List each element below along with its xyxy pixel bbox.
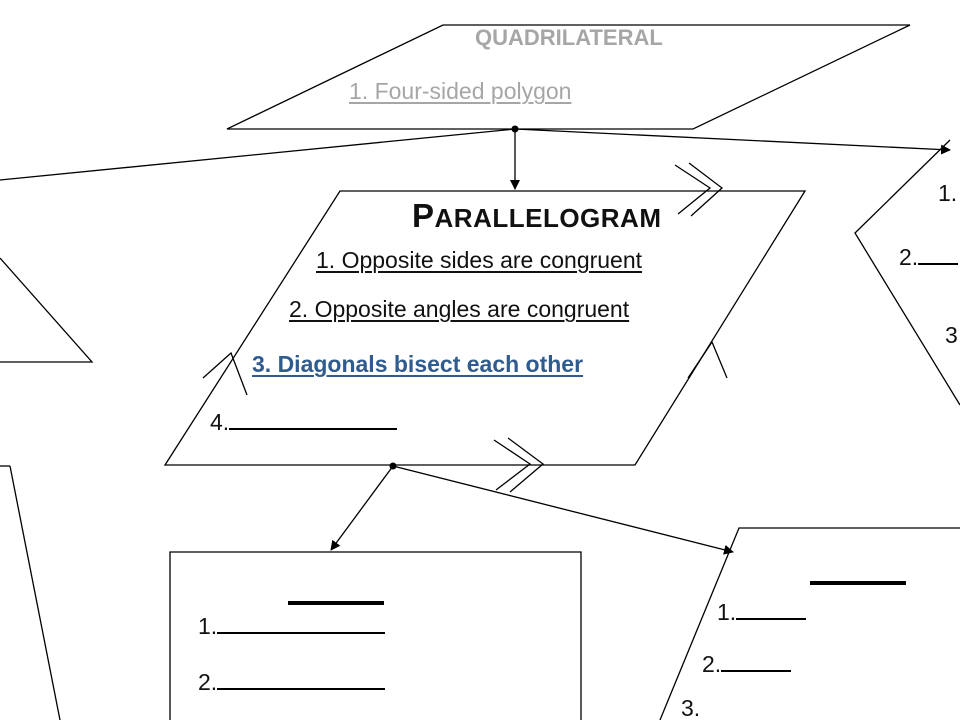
parallel-mark-left	[202, 351, 248, 396]
parallelogram-title-cap: P	[412, 197, 435, 234]
parallelogram-property-2: 2. Opposite angles are congruent	[289, 296, 630, 322]
parallel-mark-bottom-2	[507, 437, 545, 493]
right-shape-item-3: 3	[945, 322, 958, 348]
bottom-right-item-1-blank	[736, 617, 807, 620]
connector-to-left	[0, 128, 516, 181]
bottom-far-left-edge	[9, 465, 61, 720]
bottom-left-item-1-blank	[217, 631, 386, 634]
right-shape	[854, 139, 960, 406]
bottom-left-box	[169, 551, 582, 720]
bottom-left-item-2-blank	[217, 687, 386, 690]
right-shape-item-1: 1.	[938, 180, 958, 206]
parallelogram-property-1: 1. Opposite sides are congruent	[316, 247, 643, 273]
quadrilateral-property-1: 1. Four-sided polygon	[349, 78, 572, 104]
bottom-left-item-2-label: 2.	[198, 669, 218, 695]
parallelogram-property-3: 3. Diagonals bisect each other	[252, 351, 584, 377]
parallelogram-property-4-blank	[229, 427, 398, 430]
parallel-mark-top-2	[688, 162, 724, 217]
connector-to-bottom-left	[330, 465, 394, 551]
quadrilateral-shape	[226, 24, 911, 130]
bottom-right-item-2-label: 2.	[702, 651, 722, 677]
bottom-right-item-1: 1.	[717, 599, 807, 625]
bottom-right-item-3: 3.	[681, 695, 701, 721]
connector-to-right	[514, 128, 951, 155]
right-shape-item-2: 2.	[899, 244, 959, 270]
quadrilateral-title: QUADRILATERAL	[475, 25, 663, 50]
quadrilateral-node-dot	[511, 125, 519, 133]
parallel-mark-top-1	[674, 164, 712, 215]
parallelogram-property-4: 4.	[210, 409, 398, 435]
parallel-mark-right	[687, 340, 728, 379]
parallelogram-property-4-label: 4.	[210, 409, 230, 435]
bottom-left-item-1: 1.	[198, 613, 386, 639]
parallelogram-shape	[163, 190, 807, 466]
parallelogram-title: PARALLELOGRAM	[412, 199, 662, 232]
bottom-right-item-2: 2.	[702, 651, 792, 677]
bottom-left-item-1-label: 1.	[198, 613, 218, 639]
parallel-mark-bottom-1	[493, 439, 532, 491]
left-triangle-shape	[0, 257, 94, 363]
connector-to-bottom-right	[392, 465, 734, 555]
right-shape-item-2-blank	[918, 262, 959, 265]
bottom-right-item-1-label: 1.	[717, 599, 737, 625]
bottom-right-shape	[659, 527, 960, 720]
parallelogram-node-dot	[389, 462, 397, 470]
right-shape-item-2-label: 2.	[899, 244, 919, 270]
bottom-right-item-2-blank	[721, 669, 792, 672]
parallelogram-title-rest: ARALLELOGRAM	[434, 203, 662, 233]
bottom-left-item-2: 2.	[198, 669, 386, 695]
